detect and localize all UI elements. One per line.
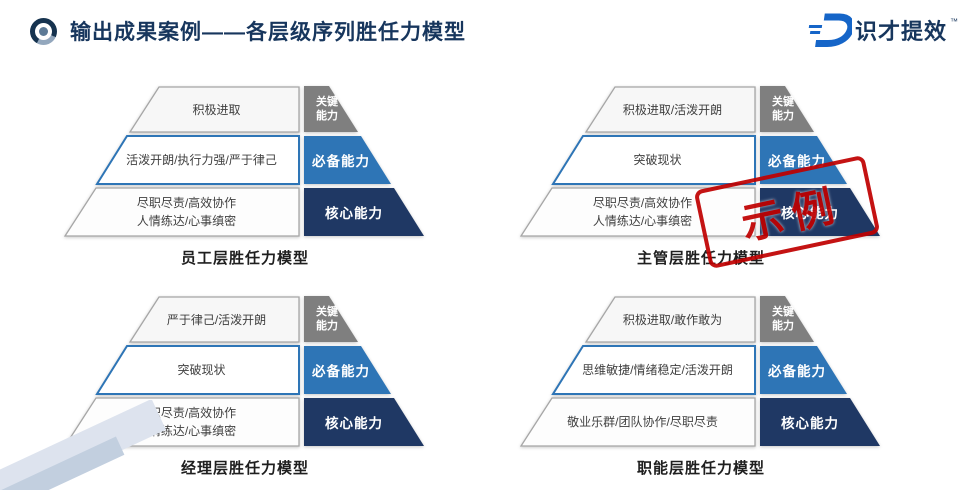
pyramid-shapes [520,86,880,237]
tier2-label-shape [304,136,391,184]
tier3-label-shape [304,188,424,236]
tier3-label: 核心能力 [781,206,839,221]
title-bullet-icon [30,17,57,45]
tier3-content: 尽职尽责/高效协作 人情练达/心事缜密 [136,196,237,228]
tier2-content: 突破现状 [633,153,682,167]
tier1-content-shape [584,86,756,133]
tier2-label: 必备能力 [768,154,826,169]
tier1-label: 关键 能力 [316,95,338,122]
logo-text: 识才提效 [854,19,947,44]
tier2-content: 思维敏捷/情绪稳定/活泼开朗 [582,363,733,377]
tier3-content: 敬业乐群/团队协作/尽职尽责 [567,415,718,429]
tier3-content-shape [64,187,300,237]
tier1-content: 积极进取/活泼开朗 [622,103,723,117]
tier2-content-shape [551,345,756,395]
pyramid-caption: 主管层胜任力模型 [636,250,765,267]
tier2-label-shape [760,136,847,184]
tier1-content-shape [584,296,756,343]
tier1-content-shape [128,86,300,133]
tier1-label-shape [760,86,814,132]
tier2-label: 必备能力 [312,154,370,169]
tier2-content-shape [551,135,756,185]
pyramid-shapes [520,296,880,447]
pyramid-caption: 职能层胜任力模型 [636,460,765,477]
tier3-content: 尽职尽责/高效协作 人情练达/心事缜密 [592,196,693,228]
tier3-label: 核心能力 [325,206,383,221]
tier1-content-shape [128,296,300,343]
pyramid-caption: 经理层胜任力模型 [180,460,309,477]
model-manager: 严于律己/活泼开朗 关键 能力 突破现状 必备能力 尽职尽责/高效协作 人情练达… [64,296,426,478]
model-function: 积极进取/敢作敢为 关键 能力 思维敏捷/情绪稳定/活泼开朗 必备能力 敬业乐群… [520,296,882,478]
tier1-label-shape [304,296,358,342]
tier3-label-shape [760,188,880,236]
tier3-content: 尽职尽责/高效协作 人情练达/心事缜密 [136,406,237,438]
tier1-label: 关键 能力 [772,305,794,332]
pyramid-function: 积极进取/敢作敢为 关键 能力 思维敏捷/情绪稳定/活泼开朗 必备能力 敬业乐群… [520,296,882,448]
tier3-content-shape [520,187,756,237]
page-title: 输出成果案例——各层级序列胜任力模型 [70,21,466,44]
header: 输出成果案例——各层级序列胜任力模型 [30,16,466,46]
pyramid-caption: 员工层胜任力模型 [180,250,309,267]
model-employee: 积极进取 关键 能力 活泼开朗/执行力强/严于律己 必备能力 尽职尽责/高效协作… [64,86,426,268]
tier1-content: 严于律己/活泼开朗 [166,313,267,327]
pyramid-supervisor: 积极进取/活泼开朗 关键 能力 突破现状 必备能力 尽职尽责/高效协作 人情练达… [520,86,882,238]
tier2-label-shape [304,346,391,394]
tier1-label: 关键 能力 [772,95,794,122]
tier2-content: 活泼开朗/执行力强/严于律己 [126,153,277,167]
tier1-label-shape [304,86,358,132]
tier2-content-shape [95,345,300,395]
pyramid-employee: 积极进取 关键 能力 活泼开朗/执行力强/严于律己 必备能力 尽职尽责/高效协作… [64,86,426,238]
tier1-content: 积极进取/敢作敢为 [622,313,723,327]
pyramid-shapes [64,86,424,237]
tier3-label: 核心能力 [325,416,383,431]
tier1-label: 关键 能力 [316,305,338,332]
logo-trademark: ™ [950,16,958,26]
model-supervisor: 积极进取/活泼开朗 关键 能力 突破现状 必备能力 尽职尽责/高效协作 人情练达… [520,86,882,268]
tier2-label-shape [760,346,847,394]
tier1-content: 积极进取 [192,103,241,117]
tier2-label: 必备能力 [768,364,826,379]
tier3-content-shape [520,397,756,447]
brand-logo: 识才提效 ™ [808,12,958,48]
tier3-label-shape [304,398,424,446]
tier2-label: 必备能力 [312,364,370,379]
logo-d-icon [808,13,852,47]
example-stamp-text: 示例 [737,180,847,248]
tier3-label-shape [760,398,880,446]
tier1-label-shape [760,296,814,342]
tier3-label: 核心能力 [781,416,839,431]
tier2-content: 突破现状 [177,363,226,377]
tier2-content-shape [95,135,300,185]
pyramid-manager: 严于律己/活泼开朗 关键 能力 突破现状 必备能力 尽职尽责/高效协作 人情练达… [64,296,426,448]
